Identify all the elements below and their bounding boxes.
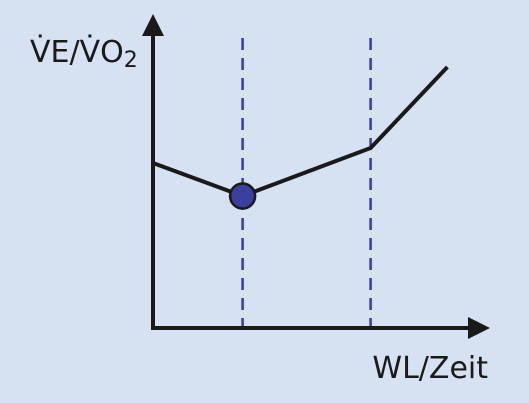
y-axis-label-subscript: 2 [124, 48, 138, 73]
series-group [152, 65, 449, 198]
y-axis-arrow-icon [142, 14, 164, 36]
x-axis-arrow-icon [468, 317, 490, 339]
y-axis-label-main: V̇E/V̇O [30, 35, 124, 70]
axes [142, 14, 490, 339]
markers-group [228, 182, 257, 210]
y-axis-label: V̇E/V̇O2 [30, 35, 138, 73]
x-axis-label: WL/Zeit [372, 351, 488, 386]
series-line-1 [152, 65, 449, 198]
data-point-marker-1 [228, 182, 257, 210]
reference-lines [241, 38, 372, 328]
